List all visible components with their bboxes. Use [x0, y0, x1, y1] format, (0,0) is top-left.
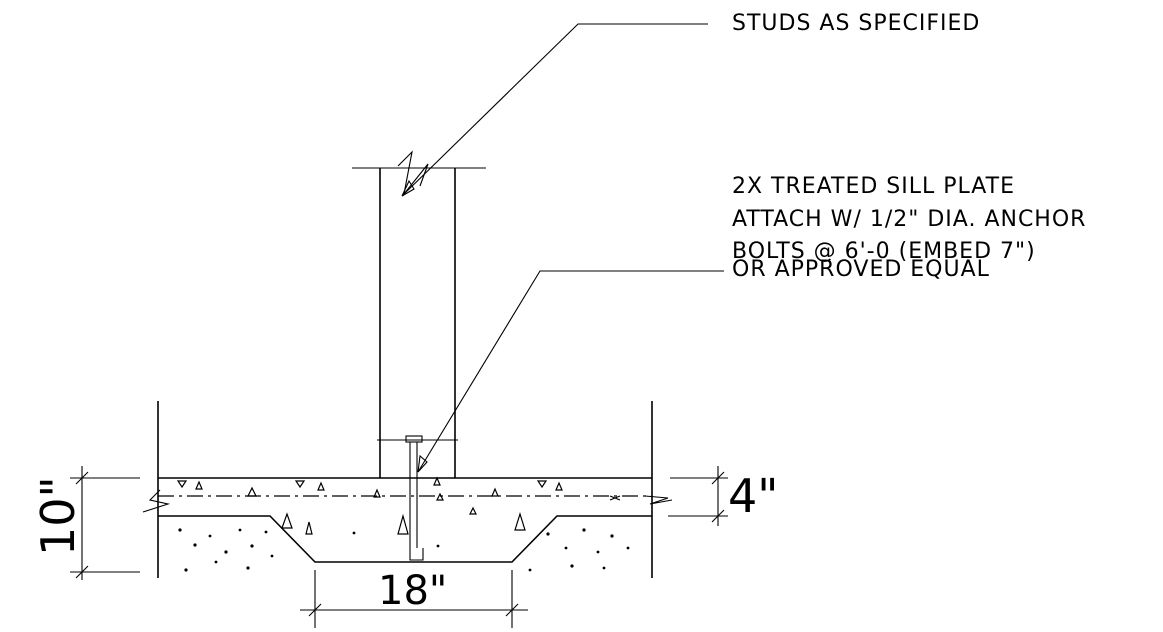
- gravel-dots: [178, 528, 630, 572]
- footing-width-label: 18": [378, 568, 447, 614]
- anchor-bolt: [405, 435, 424, 561]
- sill-callout-line-1: 2X TREATED SILL PLATE: [732, 174, 1015, 199]
- studs-callout: STUDS AS SPECIFIED: [732, 11, 980, 36]
- concrete-slab: [142, 401, 673, 578]
- leader-sill: [417, 270, 724, 473]
- leader-studs: [401, 23, 708, 197]
- stud-wall: [352, 150, 486, 478]
- sill-callout-line-4: OR APPROVED EQUAL: [732, 257, 990, 282]
- concrete-aggregate: [176, 476, 621, 535]
- slab-thickness-label: 4": [728, 469, 778, 523]
- footing-width-dimension: 18": [300, 568, 528, 628]
- sill-callout-line-2: ATTACH W/ 1/2" DIA. ANCHOR: [732, 207, 1086, 232]
- footing-depth-dimension: 10": [31, 466, 140, 580]
- sill-callout-line-3: BOLTS @ 6'-0 (EMBED 7"): [732, 239, 1036, 264]
- slab-thickness-dimension: 4": [668, 466, 778, 526]
- footing-depth-label: 10": [31, 476, 85, 556]
